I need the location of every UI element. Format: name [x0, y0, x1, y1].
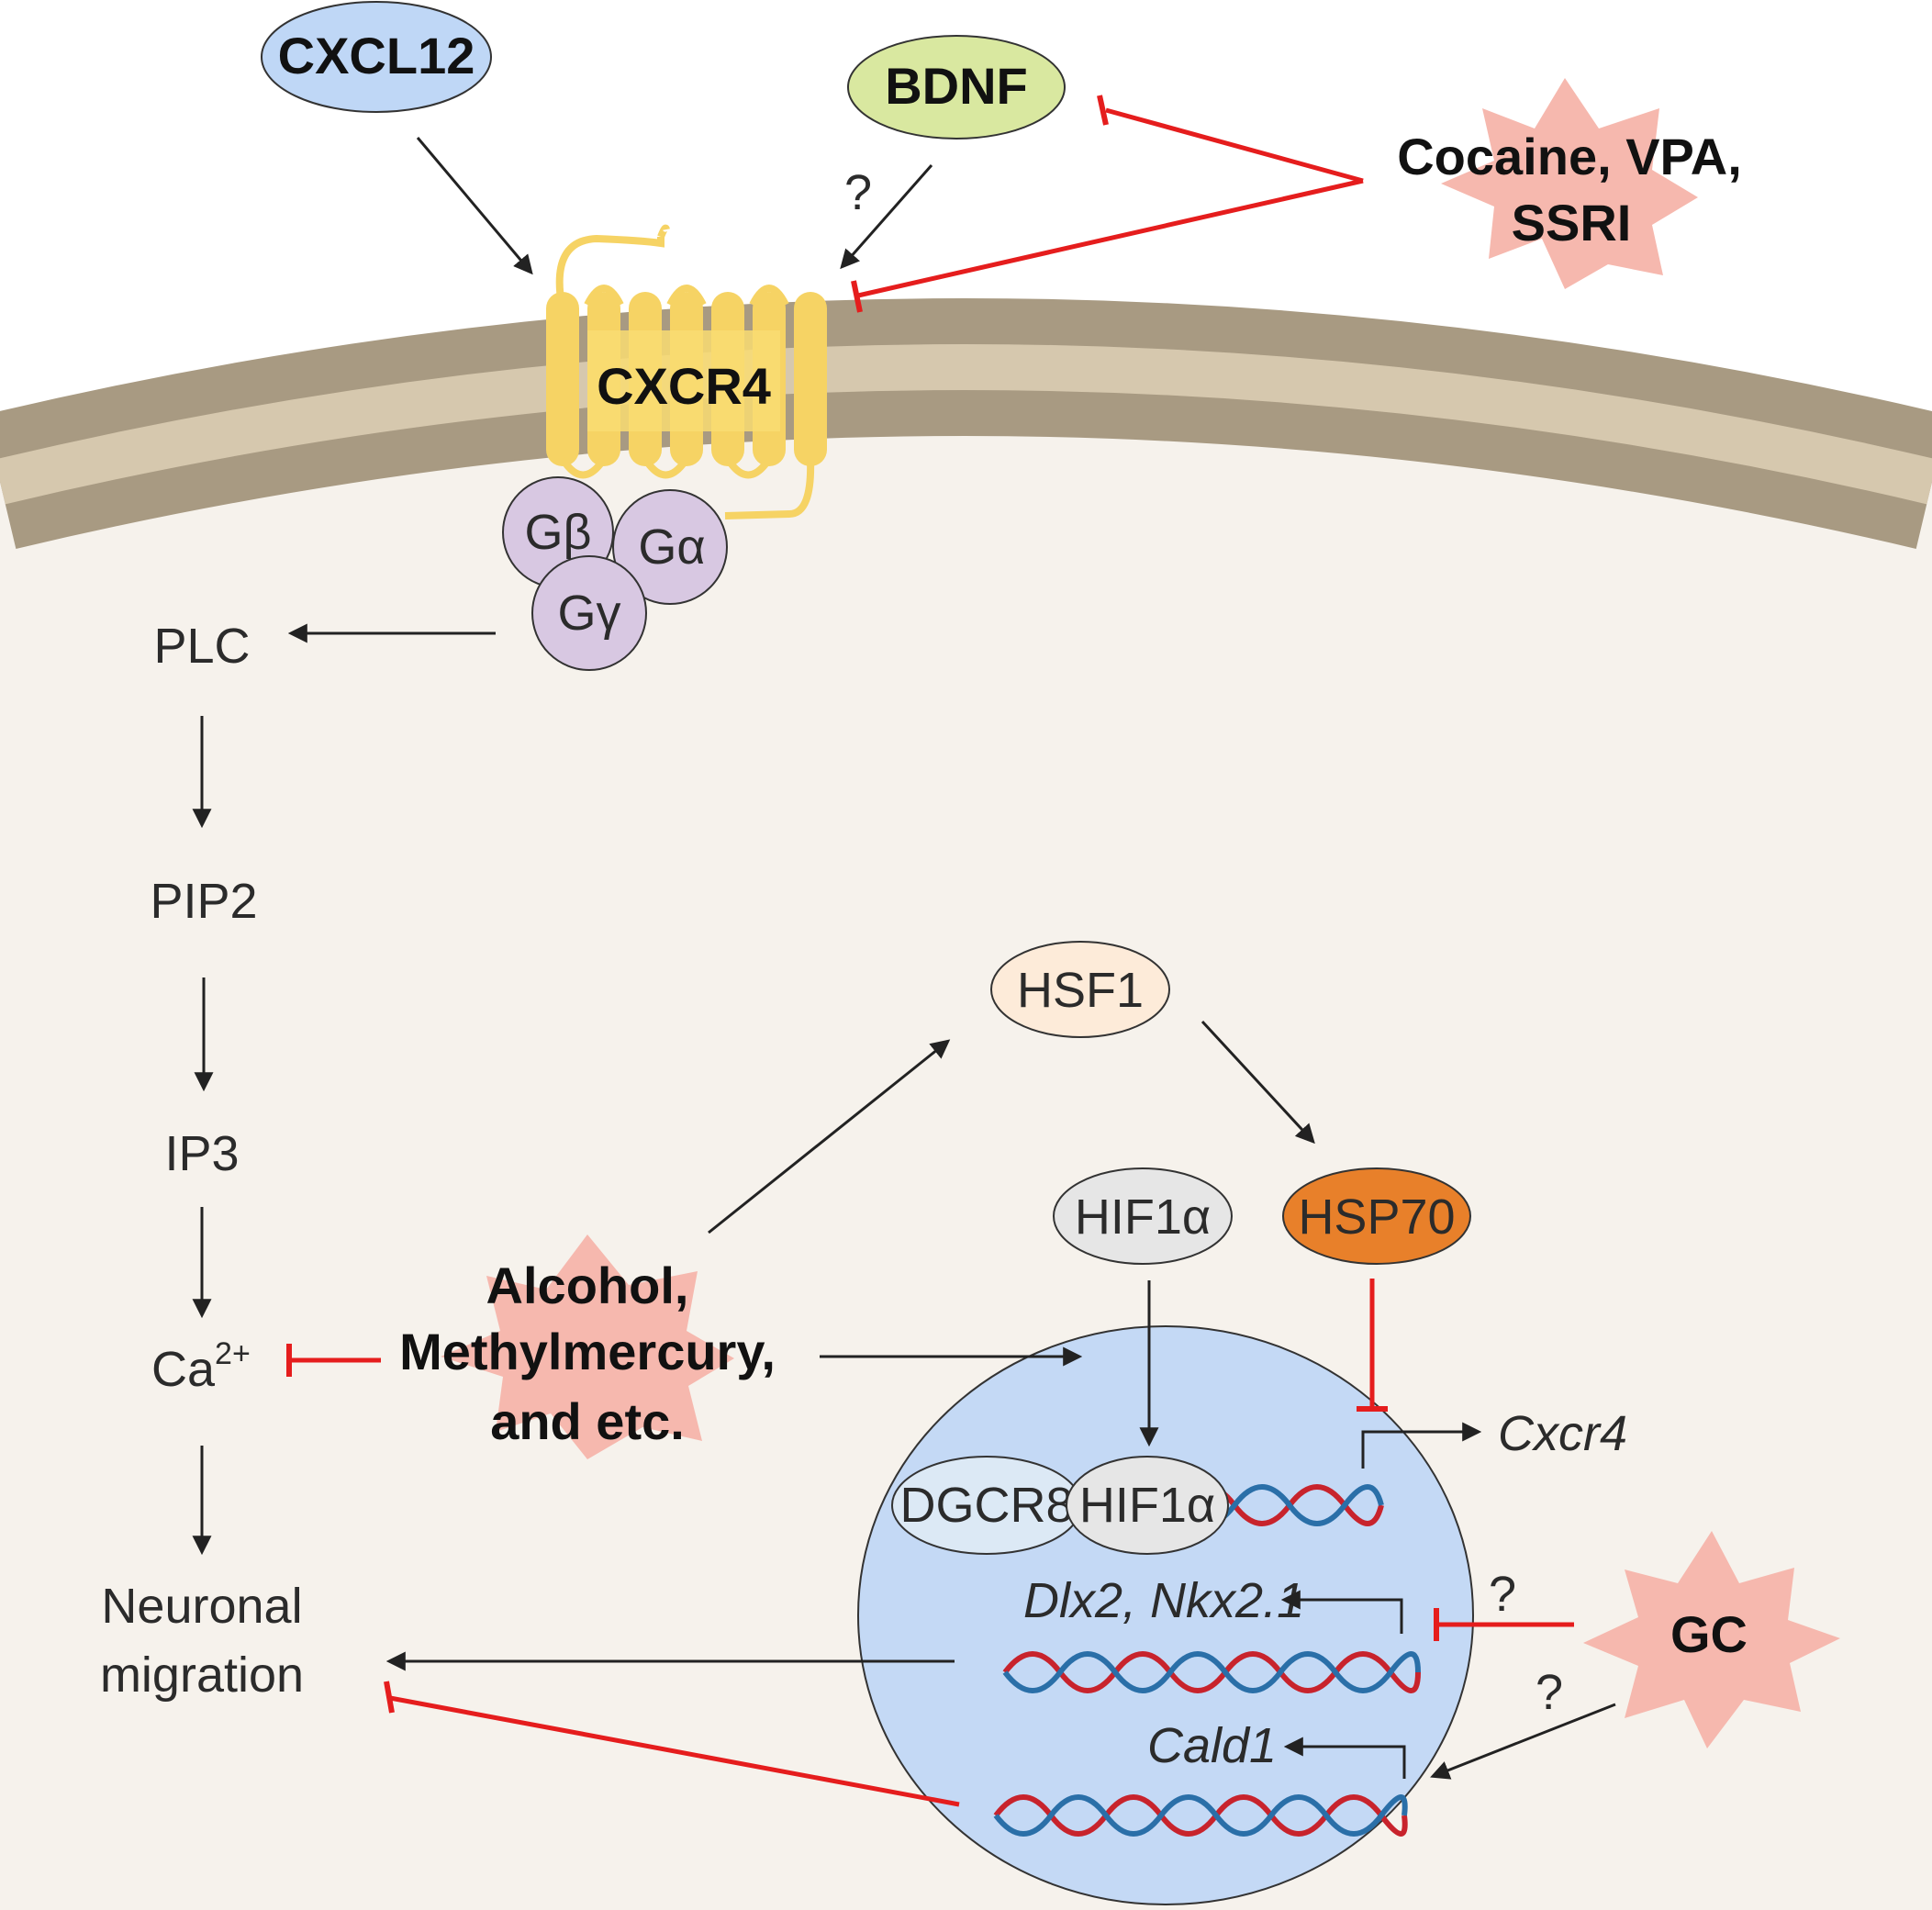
gene-cald1-label: Cald1: [1147, 1718, 1277, 1773]
dgcr8-label: DGCR8: [899, 1478, 1073, 1533]
g-alpha-label: Gα: [638, 519, 705, 575]
g-gamma-label: Gγ: [557, 586, 620, 641]
cxcr4-label: CXCR4: [597, 357, 771, 415]
hif1a-bound-ellipse: [1066, 1456, 1229, 1555]
inhibit-cocaine-bdnf: [1105, 107, 1364, 184]
cxcl12-label: CXCL12: [278, 27, 475, 84]
hsf1-label: HSF1: [1017, 963, 1144, 1018]
cocaine-label-line2: SSRI: [1512, 194, 1632, 251]
g-protein-complex: [502, 476, 728, 671]
arrow-bdnf-to-cxcr4: [840, 164, 933, 270]
arrow-alcohol-to-hsf1: [708, 1039, 951, 1234]
gene-dlx-nkx-label: Dlx2, Nkx2.1: [1023, 1573, 1304, 1628]
inhibit-cald1-migration: [389, 1695, 960, 1807]
dna-cald1: [993, 1794, 1408, 1837]
migration-label-line1: Neuronal: [101, 1579, 302, 1634]
arrow-cxcl12-to-cxcr4: [416, 137, 533, 275]
inhibitory-lines: [286, 95, 1574, 1807]
inhibit-cocaine-cxcr4: [857, 178, 1364, 298]
ip3-label: IP3: [164, 1126, 239, 1181]
activating-arrows: [192, 137, 1616, 1780]
cell-membrane-inner: [0, 344, 1932, 505]
g-alpha-subunit: [612, 489, 728, 605]
cocaine-label-line1: Cocaine, VPA,: [1397, 128, 1742, 185]
cxcl12-ellipse: [261, 1, 492, 113]
hif1a-ellipse: [1053, 1167, 1233, 1265]
gene-cxcr4-label: Cxcr4: [1498, 1406, 1627, 1461]
hsp70-label: HSP70: [1298, 1190, 1455, 1245]
hif1a-bound-label: HIF1α: [1079, 1478, 1215, 1533]
bdnf-question-mark: ?: [844, 165, 872, 220]
pip2-label: PIP2: [150, 874, 257, 929]
cocaine-starburst: [1441, 78, 1698, 289]
g-gamma-subunit: [531, 555, 647, 671]
bdnf-ellipse: [847, 35, 1066, 140]
gc-question-lower: ?: [1536, 1665, 1563, 1720]
alcohol-label-line1: Alcohol,: [486, 1257, 689, 1314]
arrow-hsf1-to-hsp70: [1201, 1020, 1315, 1145]
gc-question-upper: ?: [1489, 1567, 1516, 1622]
dna-dlx2-nkx21: [1002, 1651, 1421, 1693]
arrow-gc-to-cald1: [1430, 1703, 1616, 1780]
calcium-charge: 2+: [215, 1336, 251, 1371]
calcium-label: Ca2+: [151, 1336, 251, 1397]
alcohol-label-line3: and etc.: [490, 1392, 685, 1450]
bdnf-label: BDNF: [885, 57, 1028, 115]
gc-label: GC: [1670, 1605, 1748, 1663]
calcium-text: Ca: [151, 1342, 216, 1397]
cxcr4-receptor: [546, 224, 827, 519]
alcohol-starburst: [441, 1234, 734, 1459]
migration-label-line2: migration: [100, 1648, 304, 1703]
arrow-dlx-transcription: [1280, 1590, 1403, 1634]
g-beta-label: Gβ: [524, 505, 591, 560]
arrow-cxcr4-transcription: [1361, 1422, 1482, 1469]
plc-label: PLC: [153, 619, 250, 674]
alcohol-label-line2: Methylmercury,: [399, 1323, 776, 1380]
hsf1-ellipse: [990, 941, 1170, 1038]
hsp70-ellipse: [1282, 1167, 1471, 1265]
arrow-cald1-transcription: [1283, 1737, 1406, 1779]
gc-starburst: [1583, 1531, 1840, 1748]
hif1a-label: HIF1α: [1075, 1190, 1211, 1245]
